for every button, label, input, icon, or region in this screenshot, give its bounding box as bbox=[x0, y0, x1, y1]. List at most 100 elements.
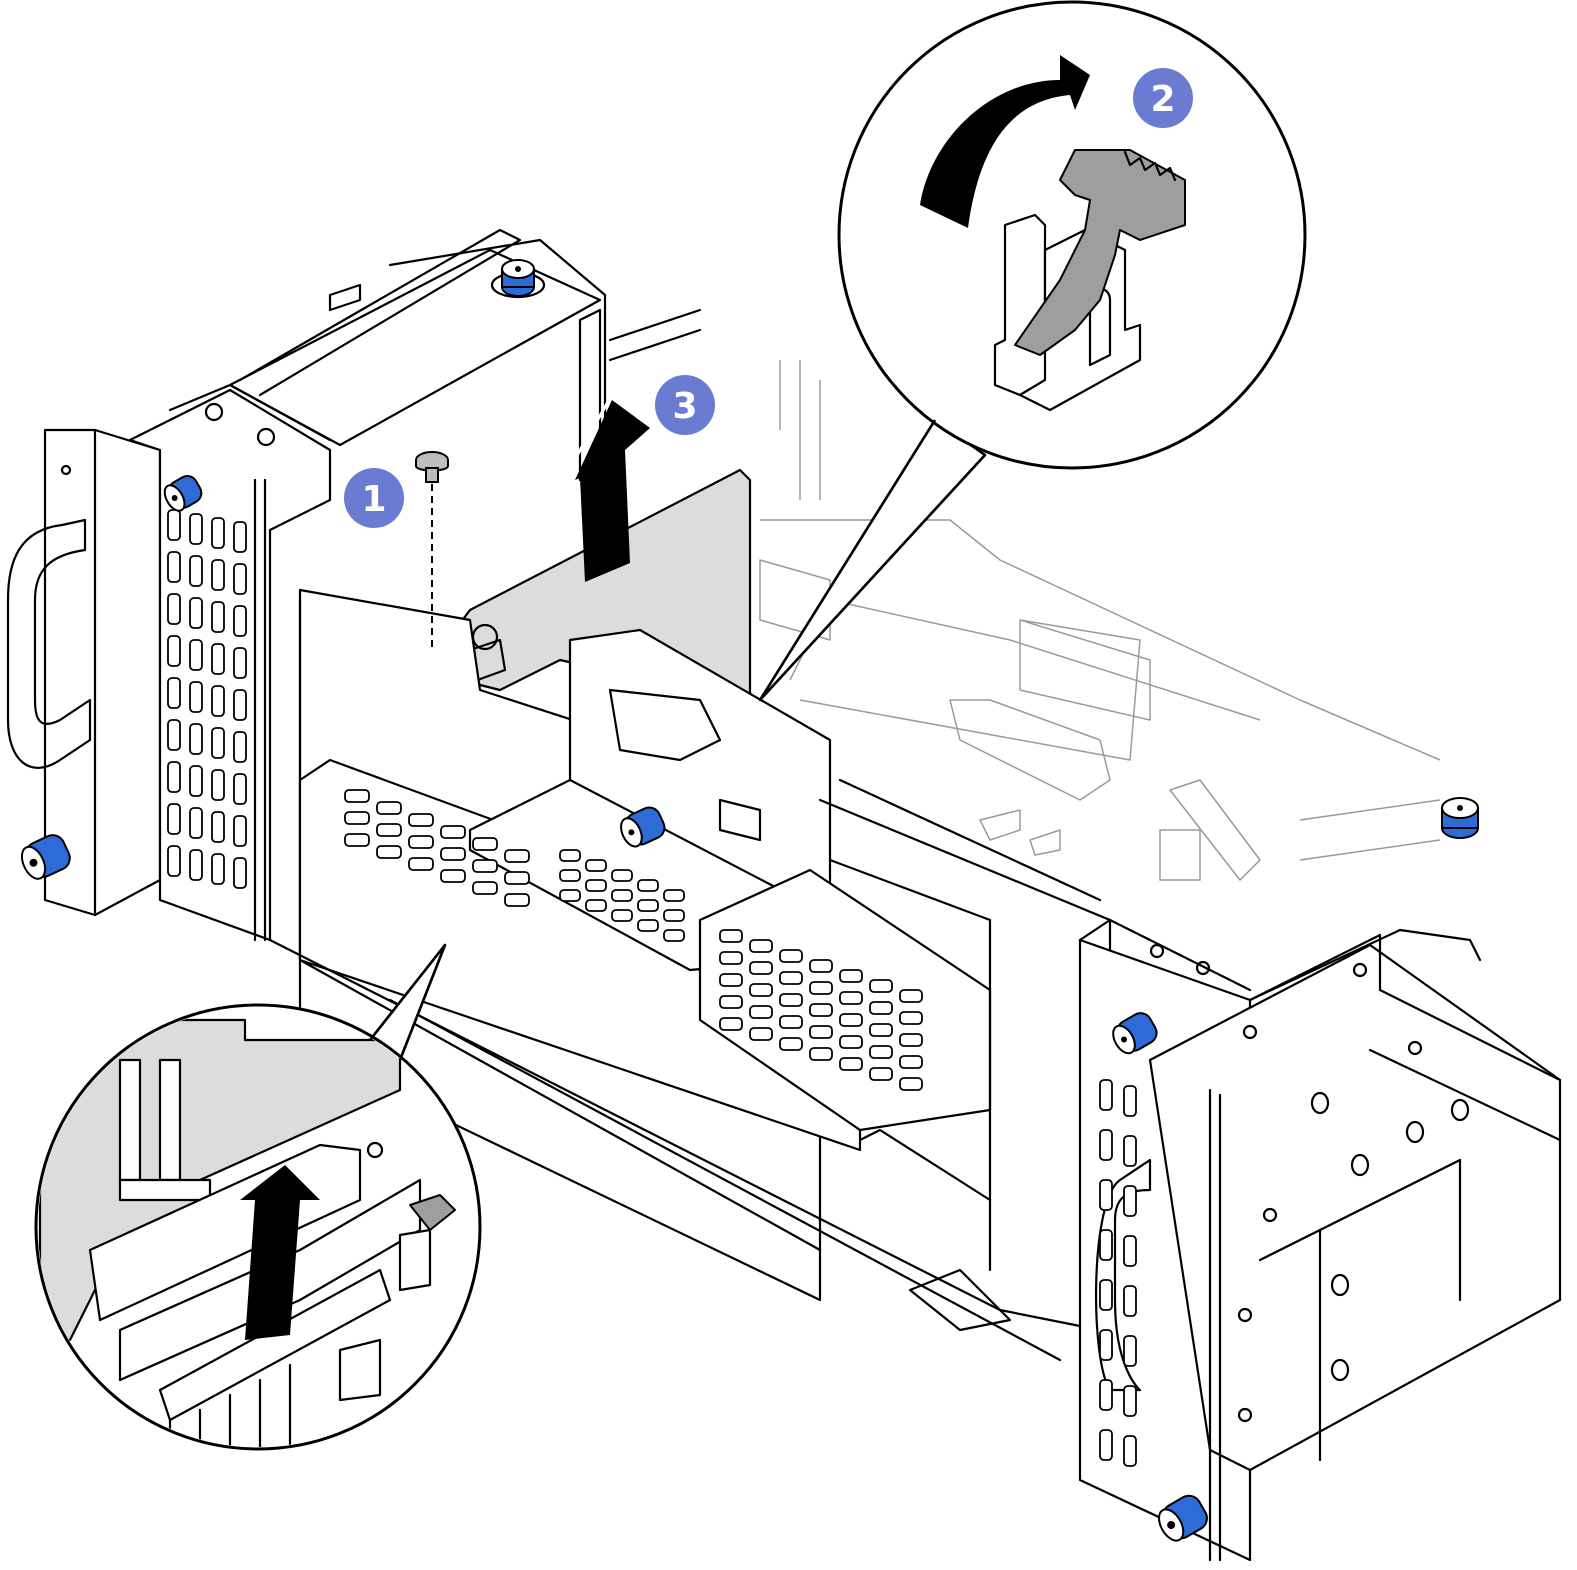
right-rear-bracket bbox=[1078, 918, 1562, 1562]
vent-slot bbox=[809, 1003, 833, 1017]
vent-slot bbox=[376, 801, 402, 815]
vent-slot bbox=[585, 859, 607, 872]
vent-slot bbox=[189, 723, 203, 755]
vent-slot bbox=[167, 719, 181, 751]
vent-slot bbox=[211, 811, 225, 843]
vent-slot bbox=[1123, 1135, 1137, 1167]
vent-slot bbox=[408, 857, 434, 871]
vent-slot bbox=[1123, 1435, 1137, 1467]
vent-slot bbox=[611, 909, 633, 922]
vent-slot bbox=[559, 889, 581, 902]
vent-slot bbox=[839, 1057, 863, 1071]
vent-slot bbox=[869, 979, 893, 993]
vent-slot bbox=[1123, 1235, 1137, 1267]
right-vent-grid bbox=[1099, 1079, 1137, 1467]
vent-slot bbox=[779, 993, 803, 1007]
vent-slot bbox=[1123, 1335, 1137, 1367]
vent-slot bbox=[839, 1035, 863, 1049]
vent-slot bbox=[472, 881, 498, 895]
vent-slot bbox=[1099, 1229, 1113, 1261]
vent-slot bbox=[504, 893, 530, 907]
vent-slot bbox=[899, 1011, 923, 1025]
vent-slot bbox=[344, 789, 370, 803]
vent-slot bbox=[749, 1005, 773, 1019]
vent-slot bbox=[189, 513, 203, 545]
vent-slot bbox=[233, 521, 247, 553]
vent-slot bbox=[189, 765, 203, 797]
vent-slot bbox=[869, 1023, 893, 1037]
vent-slot bbox=[899, 1077, 923, 1091]
vent-slot bbox=[189, 807, 203, 839]
vent-slot bbox=[637, 919, 659, 932]
vent-slot bbox=[663, 929, 685, 942]
vent-slot bbox=[440, 825, 466, 839]
vent-slot bbox=[167, 677, 181, 709]
vent-slot bbox=[504, 849, 530, 863]
vent-slot bbox=[211, 769, 225, 801]
vent-slot bbox=[167, 551, 181, 583]
vent-slot bbox=[233, 563, 247, 595]
vent-slot bbox=[211, 559, 225, 591]
vent-slot bbox=[1099, 1379, 1113, 1411]
vent-slot bbox=[211, 643, 225, 675]
vent-slot bbox=[408, 813, 434, 827]
vent-slot bbox=[472, 859, 498, 873]
latch-zoom-callout bbox=[758, 0, 1307, 702]
left-vent-grid bbox=[167, 509, 247, 889]
vent-slot bbox=[167, 593, 181, 625]
vent-slot bbox=[211, 601, 225, 633]
vent-slot bbox=[779, 971, 803, 985]
vent-slot bbox=[211, 685, 225, 717]
vent-slot bbox=[749, 939, 773, 953]
vent-slot bbox=[233, 773, 247, 805]
vent-slot bbox=[189, 849, 203, 881]
vent-slot bbox=[637, 879, 659, 892]
vent-slot bbox=[1123, 1185, 1137, 1217]
vent-slot bbox=[749, 1027, 773, 1041]
vent-slot bbox=[719, 929, 743, 943]
step-callout-3: 3 bbox=[655, 375, 715, 435]
riser-zoom-callout bbox=[34, 943, 482, 1451]
vent-slot bbox=[504, 871, 530, 885]
vent-slot bbox=[167, 635, 181, 667]
vent-slot bbox=[809, 959, 833, 973]
vent-slot bbox=[611, 889, 633, 902]
vent-slot bbox=[809, 1025, 833, 1039]
vent-slot bbox=[408, 835, 434, 849]
vent-slot bbox=[719, 951, 743, 965]
vent-slot bbox=[189, 681, 203, 713]
vent-slot bbox=[1099, 1129, 1113, 1161]
vent-slot bbox=[1099, 1179, 1113, 1211]
vent-slot bbox=[559, 869, 581, 882]
vent-slot bbox=[899, 1033, 923, 1047]
vent-slot bbox=[1099, 1279, 1113, 1311]
vent-slot bbox=[719, 1017, 743, 1031]
vent-slot bbox=[1123, 1085, 1137, 1117]
vent-slot bbox=[899, 989, 923, 1003]
step-callout-1: 1 bbox=[344, 468, 404, 528]
vent-slot bbox=[839, 969, 863, 983]
vent-slot bbox=[211, 853, 225, 885]
vent-slot bbox=[779, 1015, 803, 1029]
vent-slot bbox=[779, 1037, 803, 1051]
vent-slot bbox=[719, 973, 743, 987]
vent-slot bbox=[167, 761, 181, 793]
vent-slot bbox=[344, 833, 370, 847]
vent-slot bbox=[637, 899, 659, 912]
vent-slot bbox=[189, 555, 203, 587]
vent-slot bbox=[585, 879, 607, 892]
vent-slot bbox=[839, 1013, 863, 1027]
vent-slot bbox=[749, 983, 773, 997]
vent-slot bbox=[233, 605, 247, 637]
vent-slot bbox=[869, 1001, 893, 1015]
vent-slot bbox=[376, 845, 402, 859]
rotate-arrow-icon bbox=[920, 55, 1090, 228]
vent-slot bbox=[585, 899, 607, 912]
vent-slot bbox=[779, 949, 803, 963]
vent-slot bbox=[233, 815, 247, 847]
vent-slot bbox=[472, 837, 498, 851]
vent-slot bbox=[189, 597, 203, 629]
vent-slot bbox=[749, 961, 773, 975]
vent-slot bbox=[233, 857, 247, 889]
